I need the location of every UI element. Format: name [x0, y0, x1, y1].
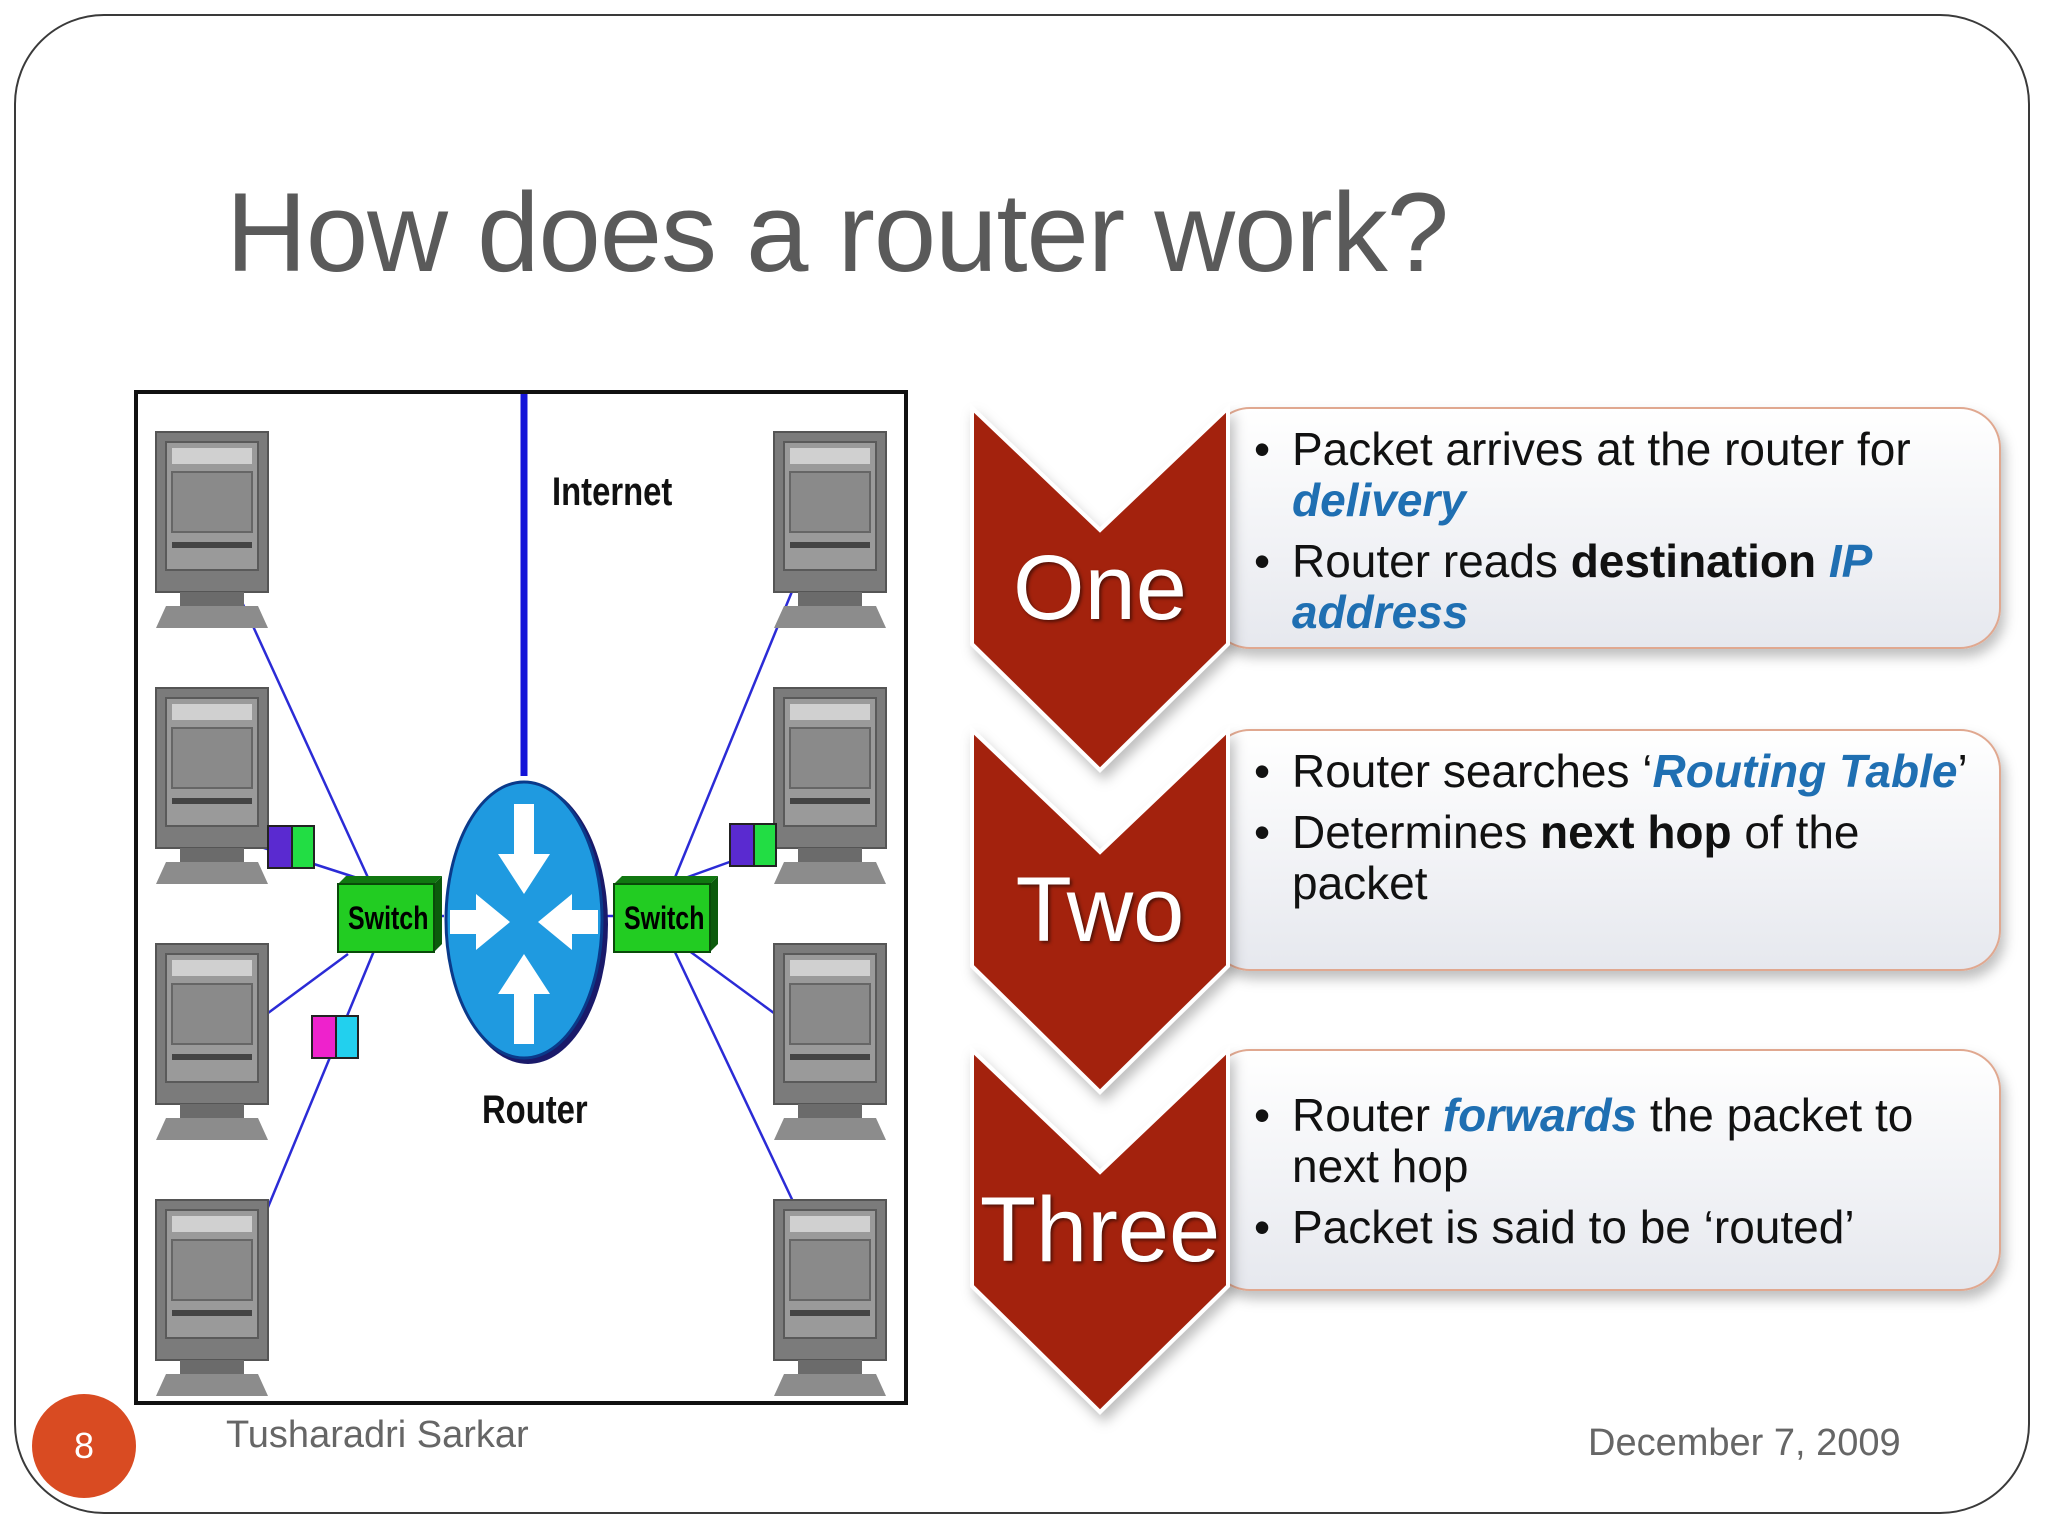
- bullet-list: Router forwards the packet to next hopPa…: [1250, 1090, 1970, 1254]
- switch-icon-right: [613, 876, 718, 953]
- bullet-text: forwards: [1442, 1089, 1638, 1141]
- bullet-text: Router: [1292, 1089, 1443, 1141]
- network-diagram: Internet Router Switch Switch: [134, 390, 908, 1405]
- bullet-item: Router reads destination IP address: [1250, 536, 1970, 638]
- chevron-two: [970, 725, 1230, 1095]
- bullet-text: Determines: [1292, 806, 1540, 858]
- router-icon: [444, 780, 608, 1064]
- bullet-text: Routing Table: [1652, 745, 1958, 797]
- switch-icon-left: [337, 876, 442, 953]
- slide-title: How does a router work?: [226, 170, 1449, 295]
- step-text-two: Router searches ‘Routing Table’ Determine…: [1250, 746, 1970, 919]
- bullet-text: the packet to next hop: [1292, 1089, 1914, 1192]
- computer-icon: [773, 687, 887, 885]
- bullet-text: delivery: [1292, 474, 1466, 526]
- bullet-text: [1816, 535, 1829, 587]
- bullet-item: Router searches ‘Routing Table’: [1250, 745, 1970, 798]
- computer-icon: [155, 1199, 269, 1397]
- bullet-list: Packet arrives at the router for deliver…: [1250, 424, 1970, 638]
- bullet-text: destination: [1570, 535, 1817, 587]
- computer-icon: [773, 431, 887, 629]
- bullet-text: IP address: [1292, 535, 1871, 638]
- bullet-text: ’: [1957, 745, 1968, 797]
- bullet-text: Router reads: [1292, 535, 1571, 587]
- network-diagram-graphic: [155, 394, 887, 1397]
- step-text-three: Router forwards the packet to next hopPa…: [1250, 1090, 1970, 1263]
- computer-icon: [155, 431, 269, 629]
- internet-label: Internet: [552, 470, 673, 514]
- packet-icon: [311, 1015, 359, 1059]
- router-label: Router: [482, 1088, 588, 1132]
- bullet-item: Packet is said to be ‘routed’: [1250, 1201, 1970, 1254]
- packet-icon: [267, 825, 315, 869]
- bullet-item: Packet arrives at the router for deliver…: [1250, 424, 1970, 526]
- computer-icon: [155, 943, 269, 1141]
- computer-icon: [773, 1199, 887, 1397]
- packet-icon: [729, 823, 777, 867]
- bullet-list: Router searches ‘Routing Table’ Determine…: [1250, 746, 1970, 909]
- bullet-text: of the packet: [1292, 806, 1860, 909]
- footer-author: Tusharadri Sarkar: [226, 1414, 529, 1456]
- chevron-one: [970, 403, 1230, 773]
- step-number-two: Two: [1015, 859, 1185, 961]
- bullet-item: Router forwards the packet to next hop: [1250, 1090, 1970, 1192]
- computer-icon: [155, 687, 269, 885]
- step-text-one: Packet arrives at the router for deliver…: [1250, 424, 1970, 648]
- switch-label-right: Switch: [624, 900, 705, 936]
- bullet-text: Packet arrives at the router for: [1292, 423, 1911, 475]
- bullet-item: Determines next hop of the packet: [1250, 807, 1970, 909]
- chevron-three: [970, 1045, 1230, 1415]
- computer-icon: [773, 943, 887, 1141]
- page-number-badge: 8: [32, 1394, 136, 1498]
- bullet-text: next hop: [1539, 806, 1732, 858]
- footer-date: December 7, 2009: [1588, 1422, 1901, 1464]
- step-number-one: One: [1013, 537, 1187, 639]
- bullet-text: Router searches ‘: [1292, 745, 1653, 797]
- switch-label-left: Switch: [348, 900, 429, 936]
- bullet-text: Packet is said to be ‘routed’: [1292, 1201, 1855, 1253]
- step-number-three: Three: [979, 1179, 1221, 1281]
